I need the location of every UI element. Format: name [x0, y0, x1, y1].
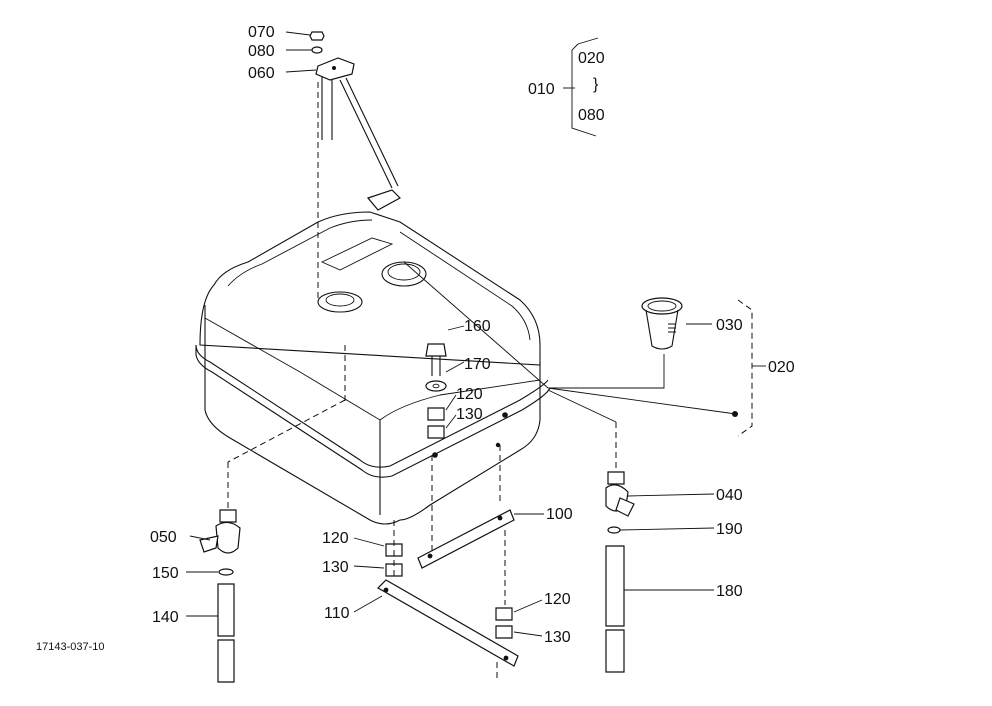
filler-cap-030	[403, 261, 766, 437]
label-assembly-010: 010	[528, 81, 555, 98]
label-180: 180	[716, 583, 743, 600]
label-030: 030	[716, 317, 743, 334]
fuel-gauge-sender-060	[309, 31, 401, 300]
label-range-sep: }	[593, 76, 599, 93]
fuel-tank	[195, 211, 551, 525]
label-100: 100	[546, 506, 573, 523]
label-160: 160	[464, 318, 491, 335]
assembly-bracket-010	[563, 37, 599, 137]
label-range-to-080: 080	[578, 107, 605, 124]
label-080: 080	[248, 43, 275, 60]
label-110: 110	[324, 605, 350, 622]
fuel-cock-050	[186, 399, 346, 683]
label-050: 050	[150, 529, 177, 546]
label-150: 150	[152, 565, 179, 582]
bolt-washer-set	[425, 325, 465, 439]
label-120-left: 120	[322, 530, 349, 547]
label-140: 140	[152, 609, 179, 626]
fuel-cock-040	[547, 389, 715, 673]
label-060: 060	[248, 65, 275, 82]
label-130-left: 130	[322, 559, 349, 576]
label-130-bolt: 130	[456, 406, 483, 423]
label-070: 070	[248, 24, 275, 41]
label-040: 040	[716, 487, 743, 504]
label-120-bolt: 120	[456, 386, 483, 403]
figure-code: 17143-037-10	[36, 641, 105, 653]
label-120-right: 120	[544, 591, 571, 608]
label-020: 020	[768, 359, 795, 376]
strap-100	[417, 445, 544, 569]
label-range-from-020: 020	[578, 50, 605, 67]
strap-110	[353, 520, 543, 680]
label-130-right: 130	[544, 629, 571, 646]
label-170: 170	[464, 356, 491, 373]
label-190: 190	[716, 521, 743, 538]
